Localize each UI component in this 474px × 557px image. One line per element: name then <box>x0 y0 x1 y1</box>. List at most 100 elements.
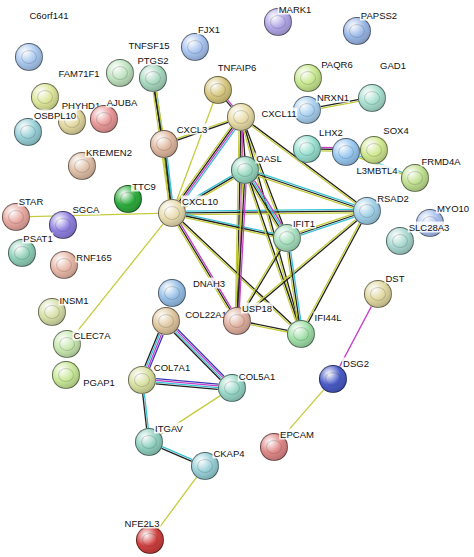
evidence-line <box>162 448 192 461</box>
structure-glyph <box>299 142 315 156</box>
structure-glyph <box>187 40 203 54</box>
structure-glyph <box>58 368 74 382</box>
protein-node: CLEC7A <box>53 330 81 358</box>
protein-node: TNFSF15 <box>106 59 134 87</box>
interaction-edge <box>247 219 357 312</box>
evidence-line <box>258 175 353 207</box>
protein-node: PSAT1 <box>8 239 36 267</box>
protein-node: OSBPL10 <box>14 118 42 146</box>
node-label: CXCL11 <box>260 108 297 119</box>
interaction-edge <box>143 394 149 428</box>
structure-glyph <box>224 381 240 395</box>
protein-node: LHX2 <box>293 135 321 163</box>
node-label: PAPSS2 <box>360 10 398 21</box>
evidence-line <box>162 447 192 460</box>
protein-node: PAPSS2 <box>343 17 371 45</box>
structure-glyph <box>145 71 161 85</box>
protein-node: SOX4 <box>360 136 388 164</box>
node-label: OASL <box>255 153 282 164</box>
structure-glyph <box>370 287 386 301</box>
interaction-edge <box>244 250 281 310</box>
protein-node: CXCL10 <box>158 199 186 227</box>
node-label: TTC9 <box>131 181 157 192</box>
protein-node: DST <box>364 280 392 308</box>
node-label: DNAH3 <box>192 278 226 289</box>
node-label: GAD1 <box>379 60 407 71</box>
node-label: FAM71F1 <box>57 68 100 79</box>
structure-glyph <box>229 314 245 328</box>
protein-node: MARK1 <box>264 8 292 36</box>
structure-glyph <box>21 50 37 64</box>
node-label: SGCA <box>72 204 101 215</box>
protein-node: FJX1 <box>181 33 209 61</box>
interaction-edge <box>155 92 163 131</box>
node-label: TNFSF15 <box>127 40 170 51</box>
evidence-line <box>156 384 218 390</box>
node-label: PSAT1 <box>22 233 53 244</box>
protein-node: PAQR6 <box>294 64 322 92</box>
node-label: MYO10 <box>436 203 470 214</box>
node-label: NRXN1 <box>316 92 350 103</box>
protein-node: RNF165 <box>50 251 78 279</box>
evidence-line <box>289 252 299 320</box>
interaction-edge <box>162 447 193 462</box>
node-label: PAQR6 <box>320 59 354 70</box>
structure-glyph <box>56 258 72 272</box>
interaction-edge <box>164 158 172 200</box>
node-label: SOX4 <box>382 125 409 136</box>
structure-glyph <box>338 145 354 159</box>
evidence-line <box>180 128 233 201</box>
structure-glyph <box>142 533 158 547</box>
node-label: OSBPL10 <box>33 110 77 121</box>
evidence-line <box>247 219 356 311</box>
structure-glyph <box>44 305 60 319</box>
protein-node: INSM1 <box>38 298 66 326</box>
structure-glyph <box>366 143 382 157</box>
protein-node: COL22A1 <box>152 307 180 335</box>
node-label: FJX1 <box>197 24 221 35</box>
node-label: RNF165 <box>75 252 112 263</box>
structure-glyph <box>325 372 341 386</box>
evidence-line <box>251 323 288 330</box>
node-label: TNFAIP6 <box>217 62 258 73</box>
evidence-line <box>76 224 163 333</box>
structure-glyph <box>359 204 375 218</box>
node-label: SLC28A3 <box>408 222 451 233</box>
protein-node: PTGS2 <box>139 64 167 92</box>
structure-glyph <box>14 246 30 260</box>
interaction-edge <box>251 323 288 332</box>
protein-node: CKAP4 <box>191 452 219 480</box>
structure-glyph <box>237 163 253 177</box>
node-label: LHX2 <box>318 127 344 138</box>
structure-glyph <box>158 314 174 328</box>
protein-node: EPCAM <box>260 433 288 461</box>
structure-glyph <box>134 373 150 387</box>
structure-glyph <box>349 24 365 38</box>
structure-glyph <box>120 192 136 206</box>
protein-node: STAR <box>2 203 30 231</box>
evidence-line <box>236 184 243 307</box>
evidence-line <box>308 224 361 322</box>
evidence-line <box>255 181 282 225</box>
interaction-edge <box>249 183 298 321</box>
protein-node: DSG2 <box>319 365 347 393</box>
node-label: COL7A1 <box>153 362 191 373</box>
protein-node: COL5A1 <box>218 374 246 402</box>
protein-node: RSAD2 <box>353 197 381 225</box>
structure-glyph <box>156 137 172 151</box>
protein-node: FAM71F1 <box>31 83 59 111</box>
node-label: CLEC7A <box>73 330 112 341</box>
evidence-line <box>174 333 220 380</box>
node-label: EPCAM <box>279 429 315 440</box>
interaction-edge <box>178 127 235 203</box>
structure-glyph <box>8 210 24 224</box>
structure-glyph <box>279 231 295 245</box>
structure-glyph <box>270 15 286 29</box>
protein-node: TTC9 <box>114 185 142 213</box>
node-label: AJUBA <box>106 97 139 108</box>
protein-node: KREMEN2 <box>68 152 96 180</box>
interaction-edge <box>236 184 246 307</box>
evidence-line <box>248 221 357 313</box>
evidence-line <box>287 252 297 320</box>
